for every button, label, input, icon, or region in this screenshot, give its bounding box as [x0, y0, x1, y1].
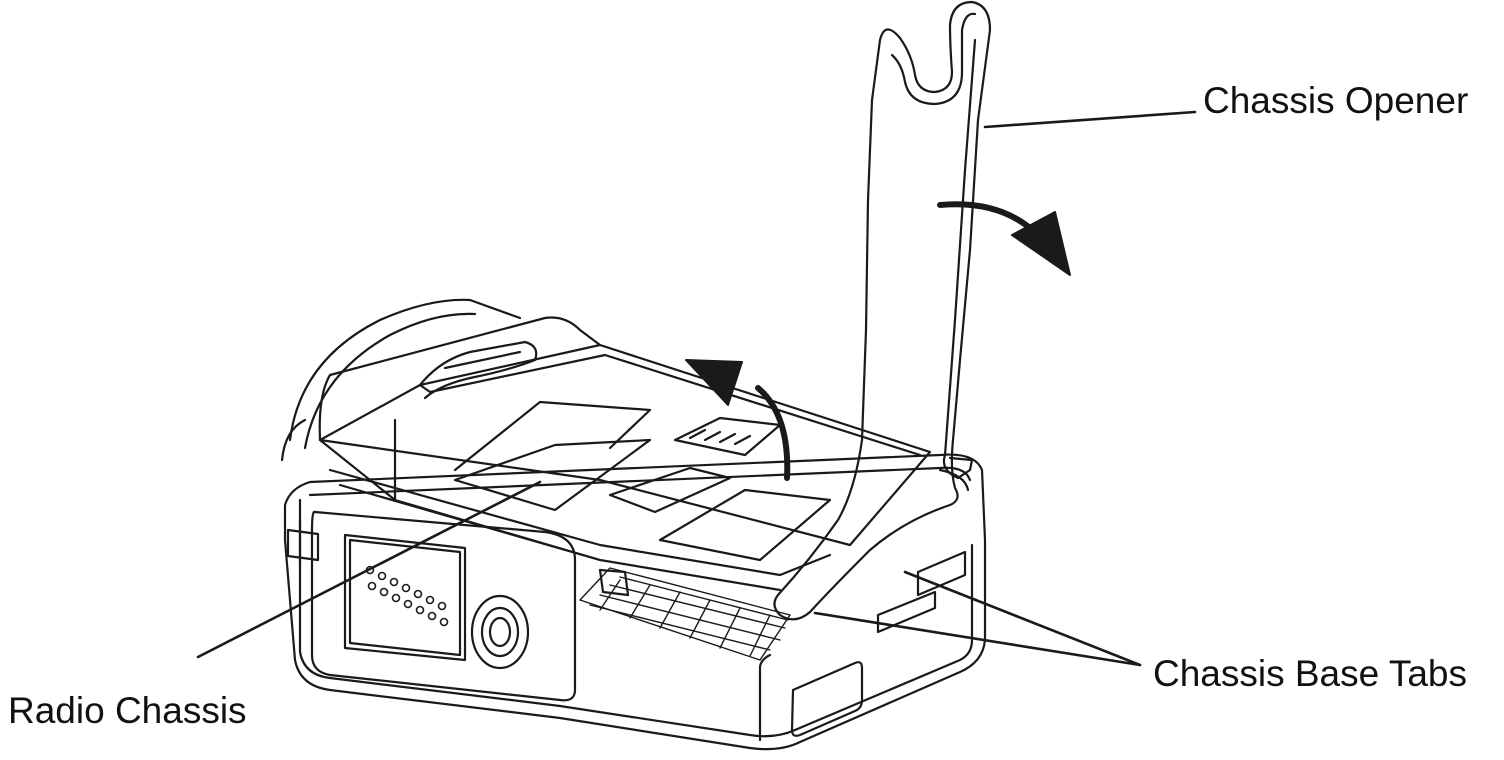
chassis-opener — [773, 0, 992, 621]
chassis-base-tabs-label: Chassis Base Tabs — [1153, 653, 1467, 694]
connector-pins — [365, 565, 449, 627]
leader-base-tab-1 — [813, 611, 1142, 667]
leader-radio-chassis — [196, 480, 542, 659]
leader-lines — [196, 110, 1197, 667]
leader-chassis-opener — [983, 110, 1197, 129]
mesh-floor — [579, 567, 791, 661]
radio-chassis — [280, 298, 932, 597]
connector-panel — [286, 510, 577, 702]
rotation-arrow-chassis — [685, 359, 791, 481]
leader-base-tab-2 — [903, 570, 1142, 667]
radio-chassis-label: Radio Chassis — [8, 690, 247, 731]
rotation-arrow-opener — [937, 201, 1071, 276]
chassis-opener-label: Chassis Opener — [1203, 80, 1469, 121]
holder-base — [283, 453, 987, 751]
round-knob — [470, 594, 530, 670]
